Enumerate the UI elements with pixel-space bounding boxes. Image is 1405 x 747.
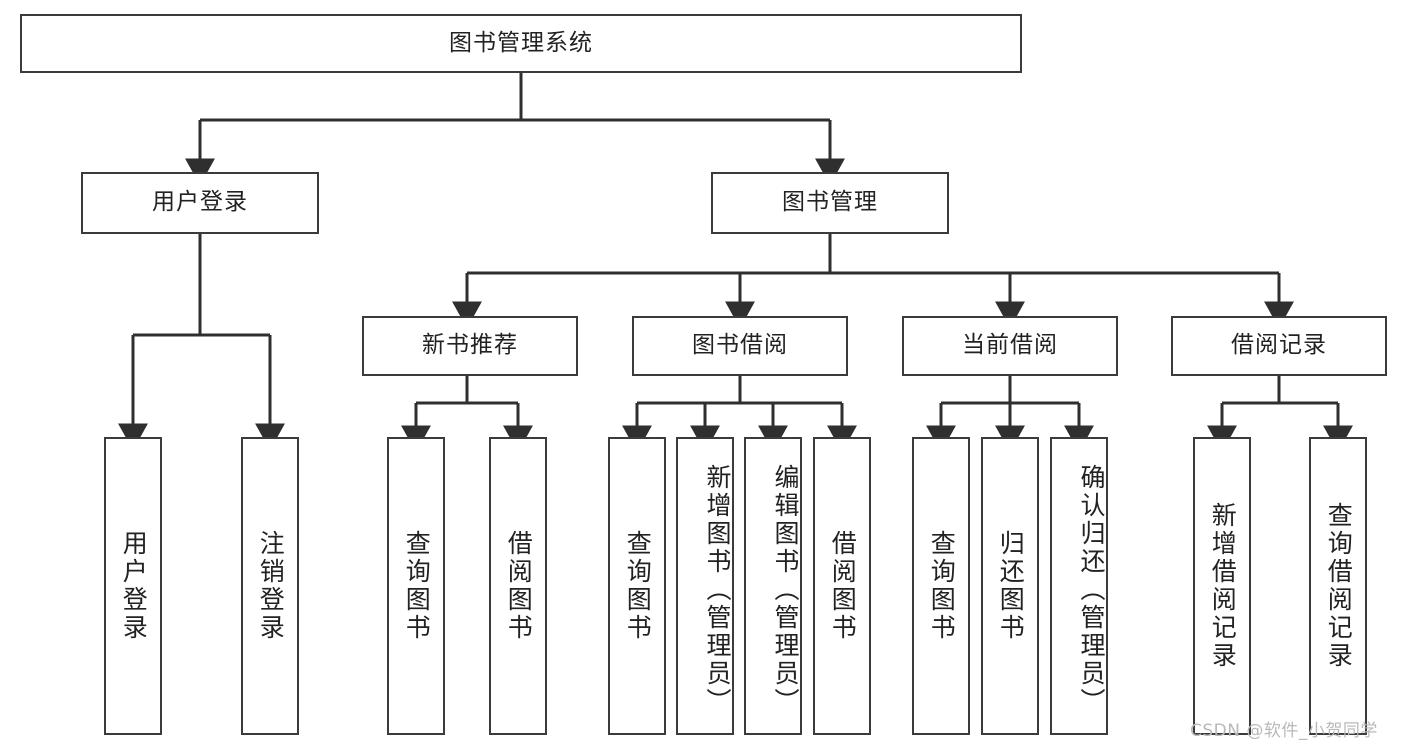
leaf-current-query-book[interactable]: 查询图书 bbox=[912, 437, 970, 735]
leaf-borrow-borrow-book[interactable]: 借阅图书 bbox=[813, 437, 871, 735]
node-current-borrow[interactable]: 当前借阅 bbox=[902, 316, 1118, 376]
leaf-borrow-query-book[interactable]: 查询图书 bbox=[608, 437, 666, 735]
node-root-book-management-system[interactable]: 图书管理系统 bbox=[20, 14, 1022, 73]
node-borrow-record[interactable]: 借阅记录 bbox=[1171, 316, 1387, 376]
leaf-current-confirm-return-admin[interactable]: 确认归还（管理员） bbox=[1050, 437, 1108, 735]
leaf-borrow-add-book-admin[interactable]: 新增图书（管理员） bbox=[676, 437, 734, 735]
node-label: 查询借阅记录 bbox=[1324, 502, 1354, 670]
node-label: 编辑图书（管理员） bbox=[771, 464, 800, 716]
leaf-user-login[interactable]: 用户登录 bbox=[104, 437, 162, 735]
node-label: 注销登录 bbox=[256, 530, 286, 642]
node-label: 归还图书 bbox=[996, 530, 1026, 642]
node-label: 用户登录 bbox=[119, 530, 149, 642]
leaf-record-add-borrow-record[interactable]: 新增借阅记录 bbox=[1193, 437, 1251, 735]
node-label: 新增图书（管理员） bbox=[703, 464, 732, 716]
leaf-current-return-book[interactable]: 归还图书 bbox=[981, 437, 1039, 735]
node-label: 借阅图书 bbox=[828, 530, 858, 642]
node-label: 图书借阅 bbox=[692, 332, 788, 359]
node-label: 当前借阅 bbox=[962, 332, 1058, 359]
node-label: 借阅图书 bbox=[504, 530, 534, 642]
csdn-watermark: CSDN @软件_小贺同学 bbox=[1190, 721, 1378, 741]
node-label: 用户登录 bbox=[152, 189, 248, 216]
leaf-logout[interactable]: 注销登录 bbox=[241, 437, 299, 735]
node-label: 图书管理 bbox=[782, 189, 878, 216]
node-label: 借阅记录 bbox=[1231, 332, 1327, 359]
leaf-new-book-query-book[interactable]: 查询图书 bbox=[387, 437, 445, 735]
node-book-management[interactable]: 图书管理 bbox=[711, 172, 949, 234]
node-label: 图书管理系统 bbox=[449, 29, 593, 56]
node-user-login[interactable]: 用户登录 bbox=[81, 172, 319, 234]
node-label: 查询图书 bbox=[927, 530, 957, 642]
node-label: 新增借阅记录 bbox=[1208, 502, 1238, 670]
node-label: 确认归还（管理员） bbox=[1077, 464, 1106, 716]
node-new-book-recommend[interactable]: 新书推荐 bbox=[362, 316, 578, 376]
node-label: 查询图书 bbox=[623, 530, 653, 642]
leaf-borrow-edit-book-admin[interactable]: 编辑图书（管理员） bbox=[744, 437, 802, 735]
node-label: 新书推荐 bbox=[422, 332, 518, 359]
leaf-record-query-borrow-record[interactable]: 查询借阅记录 bbox=[1309, 437, 1367, 735]
leaf-new-book-borrow-book[interactable]: 借阅图书 bbox=[489, 437, 547, 735]
node-book-borrow[interactable]: 图书借阅 bbox=[632, 316, 848, 376]
node-label: 查询图书 bbox=[402, 530, 432, 642]
